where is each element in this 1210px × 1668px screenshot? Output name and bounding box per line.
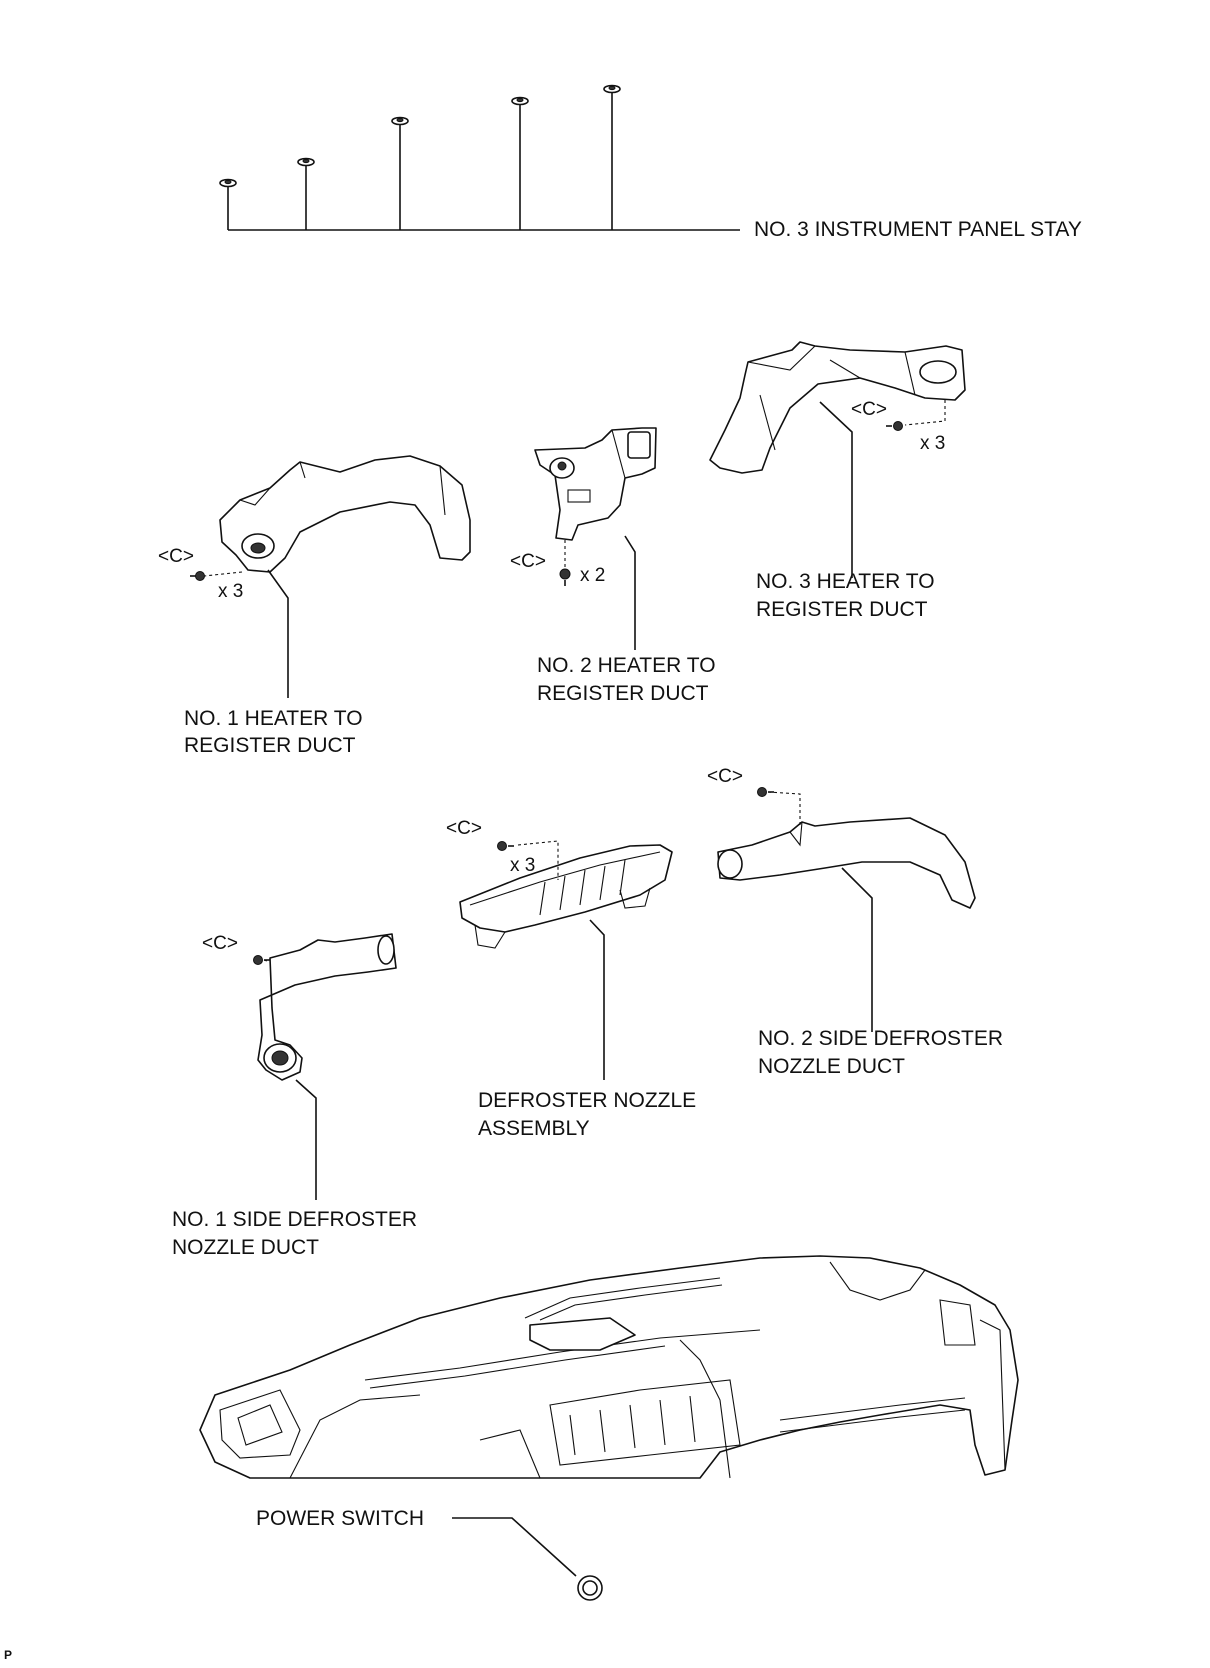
label-no1-heater-duct-line1: NO. 1 HEATER TO (184, 707, 363, 730)
label-defroster-nozzle-line1: DEFROSTER NOZZLE (478, 1089, 697, 1112)
clip-code-callout: <C> (707, 766, 743, 787)
clip-icon (219, 84, 621, 188)
label-no1-side-defroster-line2: NOZZLE DUCT (172, 1236, 319, 1259)
quantity-callout: x 3 (510, 855, 536, 876)
label-power-switch: POWER SWITCH (256, 1507, 424, 1530)
panel-stay-clips (219, 84, 740, 231)
no3-heater-duct (709, 341, 966, 578)
no2-heater-duct (534, 427, 657, 650)
clip-code-callout: <C> (851, 399, 887, 420)
no1-heater-duct (190, 455, 471, 698)
screw-icon (253, 955, 270, 965)
no1-side-defroster-duct (253, 933, 397, 1200)
quantity-callout: x 3 (920, 433, 946, 454)
label-no3-heater-duct-line2: REGISTER DUCT (756, 598, 928, 621)
screw-icon (190, 571, 205, 581)
clip-code-callout: <C> (446, 818, 482, 839)
label-defroster-nozzle-line2: ASSEMBLY (478, 1117, 590, 1140)
clip-code-callout: <C> (158, 546, 194, 567)
screw-icon (559, 568, 571, 586)
label-no1-heater-duct-line2: REGISTER DUCT (184, 734, 356, 757)
clip-code-callout: <C> (202, 933, 238, 954)
screw-icon (886, 421, 903, 431)
power-switch-icon (452, 1517, 603, 1601)
clip-code-callout: <C> (510, 551, 546, 572)
corner-mark: P (4, 1648, 13, 1662)
quantity-callout: x 3 (218, 581, 244, 602)
instrument-panel-icon (199, 1255, 1019, 1479)
label-no2-side-defroster-line1: NO. 2 SIDE DEFROSTER (758, 1027, 1004, 1050)
screw-icon (497, 841, 514, 851)
label-no2-side-defroster-line2: NOZZLE DUCT (758, 1055, 905, 1078)
quantity-callout: x 2 (580, 565, 606, 586)
label-panel-stay: NO. 3 INSTRUMENT PANEL STAY (754, 218, 1082, 241)
defroster-nozzle-assembly (459, 840, 673, 1080)
label-no3-heater-duct-line1: NO. 3 HEATER TO (756, 570, 935, 593)
no2-side-defroster-duct (717, 787, 976, 1032)
screw-icon (757, 787, 774, 797)
label-no1-side-defroster-line1: NO. 1 SIDE DEFROSTER (172, 1208, 418, 1231)
label-no2-heater-duct-line1: NO. 2 HEATER TO (537, 654, 716, 677)
label-no2-heater-duct-line2: REGISTER DUCT (537, 682, 709, 705)
